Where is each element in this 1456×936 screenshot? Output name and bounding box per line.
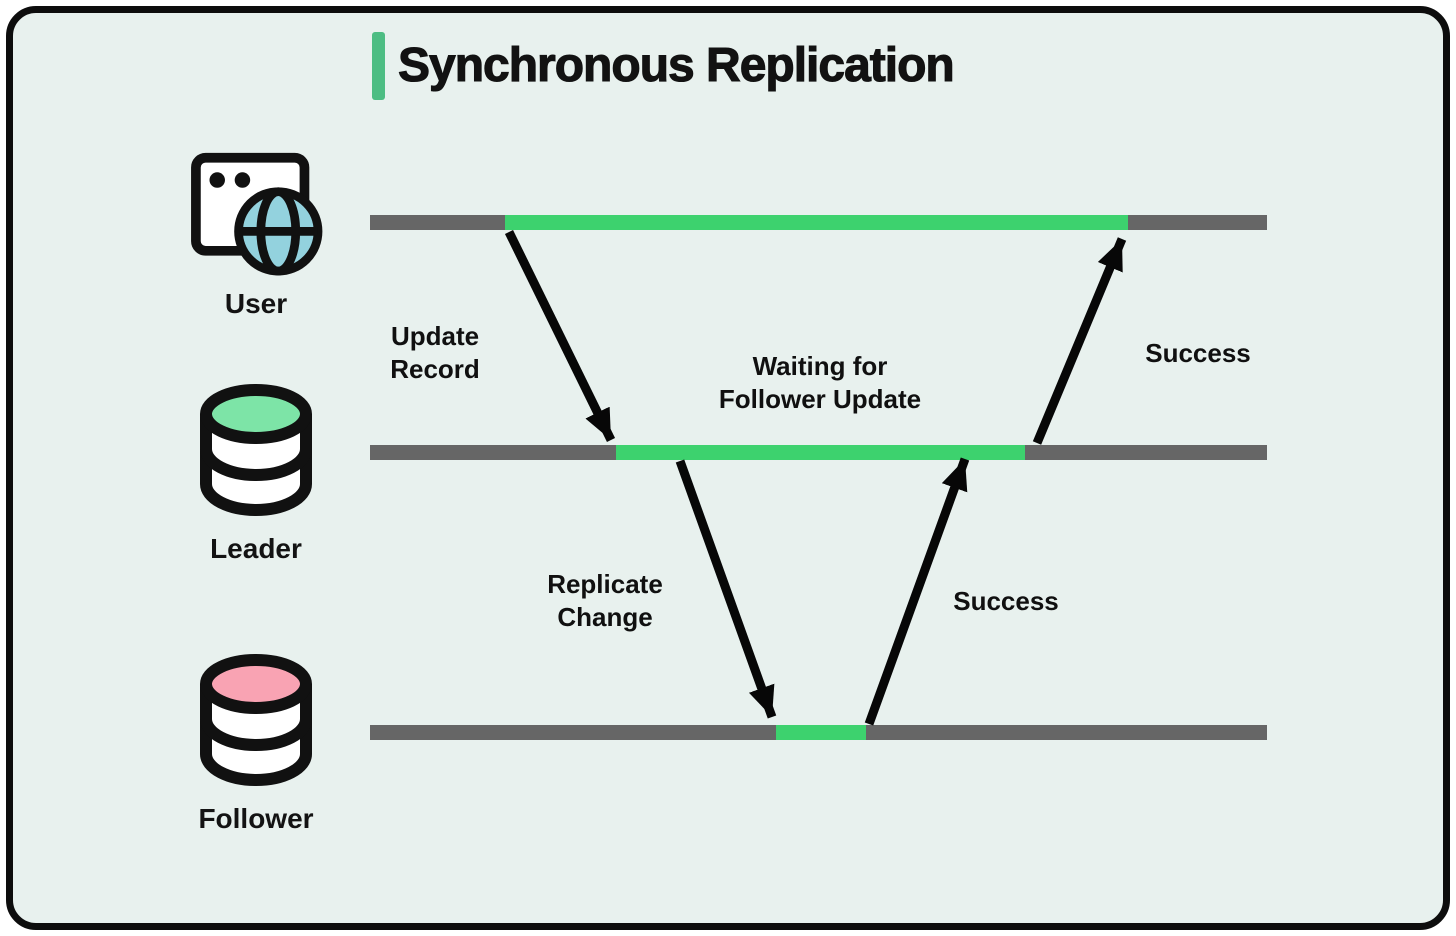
database-icon (200, 654, 312, 786)
actor-label-leader: Leader (210, 533, 302, 564)
browser-globe-icon (191, 152, 323, 276)
actor-leader: Leader (181, 383, 331, 565)
message-label-replicate-change: Replicate Change (547, 569, 663, 632)
database-band (200, 448, 312, 481)
database-band (200, 718, 312, 751)
message-label-update-record: Update Record (390, 321, 480, 384)
message-label-success-to-leader: Success (953, 586, 1059, 616)
actor-label-user: User (224, 288, 288, 319)
title-accent-bar (372, 32, 385, 100)
browser-dot (234, 172, 251, 188)
browser-dot (209, 172, 225, 188)
message-label-success-to-user: Success (1145, 338, 1251, 368)
message-label-waiting: Waiting for Follower Update (718, 351, 922, 414)
actor-label-follower: Follower (198, 803, 314, 834)
database-top-disk (200, 384, 312, 444)
actor-user: User (181, 150, 331, 320)
title-row: Synchronous Replication (372, 32, 955, 100)
actor-follower: Follower (181, 653, 331, 835)
page-title: Synchronous Replication (397, 38, 955, 92)
database-top-disk (200, 654, 312, 714)
database-icon (200, 384, 312, 516)
